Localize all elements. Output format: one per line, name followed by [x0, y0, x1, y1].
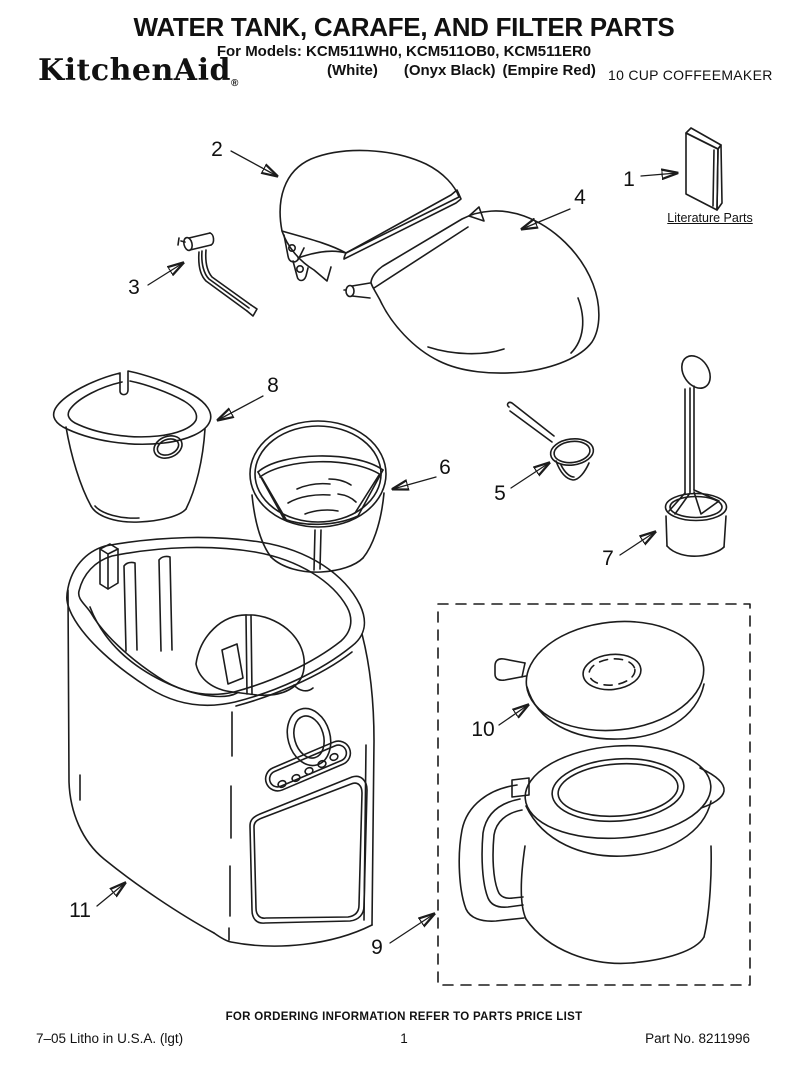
leader-arrow: [619, 532, 655, 556]
part-4-lid-drawing: [343, 206, 600, 374]
leader-arrow: [393, 476, 437, 489]
product-type-label: 10 CUP COFFEEMAKER: [608, 67, 773, 83]
color-variants-line: (White) (Onyx Black) (Empire Red): [327, 62, 596, 79]
models-line: For Models: KCM511WH0, KCM511OB0, KCM511…: [216, 43, 592, 60]
callout-1: 1: [623, 168, 677, 191]
litho-note: 7–05 Litho in U.S.A. (lgt): [36, 1031, 184, 1046]
part-5-scoop-drawing: [506, 401, 595, 481]
callout-number: 3: [128, 276, 140, 299]
leader-arrow: [147, 263, 183, 286]
part-11-water-tank-drawing: [66, 536, 375, 947]
part-number: Part No. 8211996: [645, 1031, 750, 1046]
callout-number: 2: [211, 138, 223, 161]
leader-arrow: [96, 883, 125, 907]
part-10-carafe-lid-drawing: [494, 620, 705, 740]
color-empire-red-label: (Empire Red): [502, 62, 596, 79]
leader-arrow: [522, 208, 571, 229]
page-number: 1: [400, 1031, 408, 1046]
callout-number: 8: [267, 374, 279, 397]
callout-9: 9: [371, 914, 434, 959]
part-2-lid-cover-drawing: [279, 149, 462, 282]
callout-2: 2: [211, 138, 277, 176]
callout-10: 10: [471, 705, 528, 741]
callout-3: 3: [128, 263, 183, 299]
callout-number: 9: [371, 936, 383, 959]
literature-parts-caption: Literature Parts: [667, 211, 753, 225]
callout-number: 11: [69, 899, 91, 922]
part-7-float-drawing: [664, 355, 728, 557]
page-title: WATER TANK, CARAFE, AND FILTER PARTS: [133, 12, 675, 42]
leader-arrow: [510, 463, 549, 489]
callout-number: 10: [471, 718, 494, 741]
part-3-lever-drawing: [177, 232, 258, 317]
callout-6: 6: [393, 456, 451, 489]
part-8-basket-holder-drawing: [52, 370, 212, 523]
callout-number: 1: [623, 168, 635, 191]
leader-arrow: [389, 914, 434, 944]
color-white-label: (White): [327, 62, 378, 79]
callout-4: 4: [522, 186, 586, 229]
leader-arrow: [218, 395, 264, 420]
brand-wordmark: KitchenAid: [38, 53, 231, 88]
callout-number: 6: [439, 456, 451, 479]
callout-5: 5: [494, 463, 549, 505]
part-1-literature-booklet-drawing: [685, 127, 723, 211]
registered-trademark-symbol: ®: [230, 78, 239, 89]
carafe-group-dashed-box: [437, 603, 751, 986]
callout-number: 4: [574, 186, 586, 209]
callout-8: 8: [218, 374, 279, 420]
part-9-carafe-drawing: [458, 744, 725, 965]
brand-logo: KitchenAid®: [38, 53, 239, 89]
leader-arrow: [230, 150, 277, 176]
part-6-brew-basket-drawing: [249, 420, 387, 573]
callout-11: 11: [69, 883, 125, 922]
ordering-note: FOR ORDERING INFORMATION REFER TO PARTS …: [225, 1011, 583, 1023]
color-onyx-black-label: (Onyx Black): [403, 62, 496, 79]
callout-number: 7: [602, 547, 614, 570]
leader-arrow: [640, 173, 677, 176]
leader-arrow: [498, 705, 528, 726]
callout-number: 5: [494, 482, 506, 505]
callout-7: 7: [602, 532, 655, 570]
